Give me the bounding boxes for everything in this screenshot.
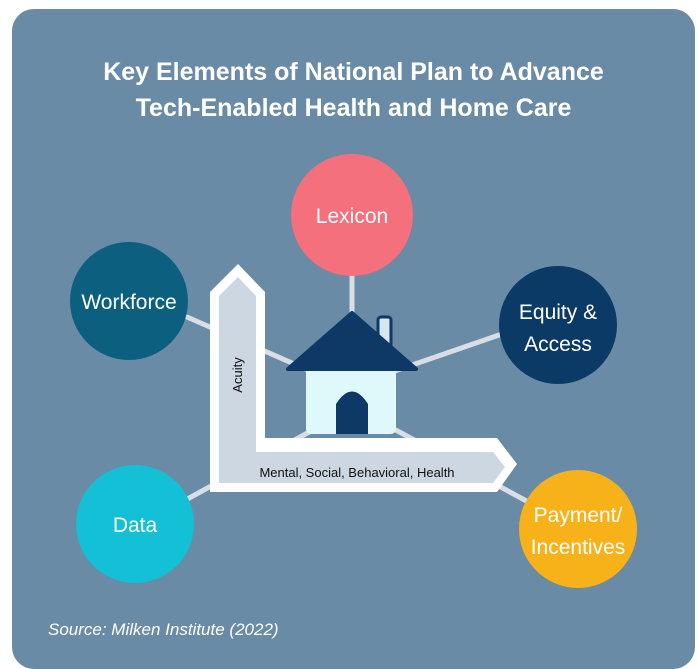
node-data-circle xyxy=(76,465,194,583)
axes-arrow-fill xyxy=(219,277,505,483)
node-lexicon: Lexicon xyxy=(291,154,413,276)
source-caption: Source: Milken Institute (2022) xyxy=(48,620,279,639)
node-payment-incentives: Payment/ Incentives xyxy=(519,470,637,588)
node-payment-label-line2: Incentives xyxy=(531,536,626,559)
axis-label-health-dimensions: Mental, Social, Behavioral, Health xyxy=(259,465,454,480)
axes-arrow: Acuity Mental, Social, Behavioral, Healt… xyxy=(210,264,517,492)
house-roof xyxy=(286,311,418,371)
node-payment-circle xyxy=(519,470,637,588)
node-data: Data xyxy=(76,465,194,583)
node-data-label: Data xyxy=(113,514,158,537)
node-equity-label-line1: Equity & xyxy=(519,301,597,324)
title-line-2: Tech-Enabled Health and Home Care xyxy=(135,94,572,122)
axis-label-acuity: Acuity xyxy=(230,357,245,393)
key-elements-diagram: Acuity Mental, Social, Behavioral, Healt… xyxy=(70,154,637,588)
house-icon xyxy=(286,311,418,434)
node-equity-label-line2: Access xyxy=(524,333,592,356)
node-workforce-circle xyxy=(70,242,188,360)
node-payment-label-line1: Payment/ xyxy=(534,504,623,527)
node-lexicon-label: Lexicon xyxy=(316,205,388,228)
house-door xyxy=(336,391,368,434)
node-lexicon-circle xyxy=(291,154,413,276)
infographic-card: Key Elements of National Plan to Advance… xyxy=(12,9,695,669)
node-equity-circle xyxy=(499,266,617,384)
node-workforce-label: Workforce xyxy=(81,291,176,314)
node-workforce: Workforce xyxy=(70,242,188,360)
node-equity-access: Equity & Access xyxy=(499,266,617,384)
title-line-1: Key Elements of National Plan to Advance xyxy=(103,58,604,86)
page-title: Key Elements of National Plan to Advance… xyxy=(12,54,695,126)
